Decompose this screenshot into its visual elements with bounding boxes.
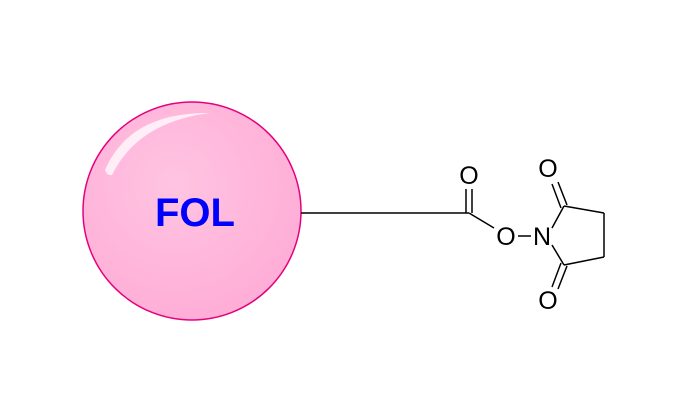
sphere-highlight xyxy=(105,112,210,176)
imide-bottom-double-bond-b xyxy=(557,265,568,290)
ester-group xyxy=(465,189,531,237)
imide-top-double-bond-b xyxy=(557,181,568,206)
imide-bottom-double-bond-a xyxy=(551,262,562,288)
ring-c-c-bottom xyxy=(563,256,605,266)
imide-oxygen-bottom-label: O xyxy=(538,287,557,315)
ring-c-c-top xyxy=(563,205,605,214)
sphere-label: FOL xyxy=(155,191,235,235)
fol-sphere: FOL xyxy=(82,101,302,321)
ring-c-n-bottom xyxy=(551,244,565,266)
carbonyl-oxygen-label: O xyxy=(459,162,478,190)
ester-oxygen-label: O xyxy=(496,223,515,251)
succinimide-ring xyxy=(551,181,605,290)
imide-oxygen-top-label: O xyxy=(538,155,557,183)
imide-top-double-bond-a xyxy=(551,183,562,209)
ring-n-c-top xyxy=(551,205,565,229)
ester-c-o-bond xyxy=(468,212,495,229)
nitrogen-label: N xyxy=(533,223,551,251)
sphere-body xyxy=(82,101,302,321)
